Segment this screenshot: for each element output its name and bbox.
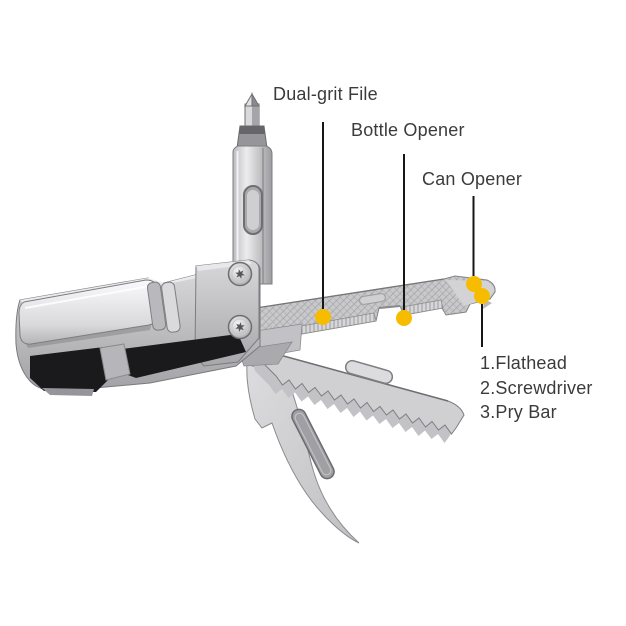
- phillips-tip-dark: [251, 92, 260, 107]
- label-dual-grit-file: Dual-grit File: [273, 84, 378, 104]
- saw-silhouette: [257, 348, 465, 435]
- clip-bracket: [146, 281, 181, 333]
- file-spine-line: [255, 278, 445, 309]
- torx-screw-bottom: [227, 314, 253, 340]
- tip-function-item-1: 1.Flathead: [480, 353, 568, 373]
- marker-dot-file: [315, 309, 331, 325]
- handle: [15, 259, 261, 396]
- file-slot: [359, 293, 386, 305]
- marker-dot-tip: [474, 288, 490, 304]
- saw-blade: [251, 348, 465, 443]
- tip-function-item-3: 3.Pry Bar: [480, 402, 557, 422]
- knife-blade: [246, 363, 360, 544]
- clip-highlight: [24, 285, 151, 309]
- bottle-opener-notch: [378, 305, 401, 309]
- callout-overlay: [315, 122, 490, 347]
- saw-slot: [344, 359, 394, 385]
- knife-slot: [291, 408, 335, 480]
- saw-spine-line: [257, 348, 449, 402]
- marker-dot-can: [466, 276, 482, 292]
- clip-bracket-bar-back: [146, 281, 167, 331]
- phillips-tip-light: [244, 92, 253, 107]
- clip-bracket-bar-front: [161, 281, 181, 333]
- tip-function-item-2: 2.Screwdriver: [480, 377, 593, 398]
- phillips-bit-shadow-facet: [252, 104, 259, 126]
- bit-collar-top: [239, 126, 265, 134]
- label-bottle-opener: Bottle Opener: [351, 120, 465, 140]
- recess-left-lip: [42, 388, 94, 396]
- bottom-recess: [30, 334, 246, 396]
- recess-right: [120, 334, 246, 378]
- label-tip-functions: 1.Flathead 2.Screwdriver 3.Pry Bar: [480, 351, 593, 425]
- bit-driver-arm: [232, 92, 273, 285]
- arm-slot-inner: [247, 190, 259, 230]
- recess-step-tab: [99, 343, 131, 381]
- label-can-opener: Can Opener: [422, 169, 523, 189]
- torx-screw-top: [227, 261, 253, 287]
- recess-left: [30, 347, 108, 392]
- marker-dot-bottle: [396, 310, 412, 326]
- knife-slot-sheen: [294, 412, 332, 476]
